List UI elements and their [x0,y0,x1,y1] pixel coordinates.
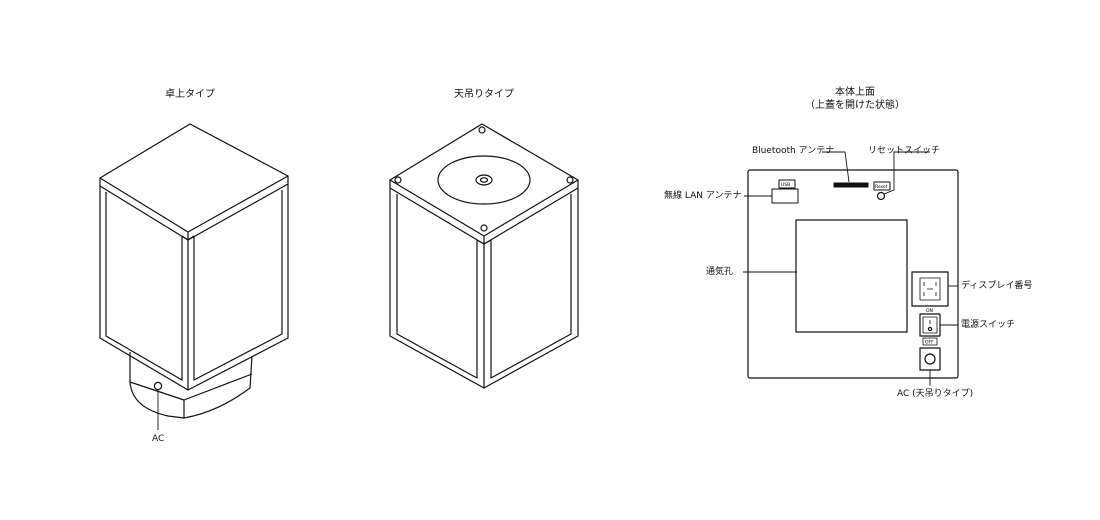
ceiling-type-device [389,123,579,389]
ceiling-type-title: 天吊りタイプ [454,89,514,100]
desk-type-device [99,123,289,419]
vent-hole [795,219,908,333]
off-mark: OFF [925,340,934,346]
on-mark: ON [926,308,933,314]
display-number-label: ディスプレイ番号 [961,281,1033,291]
reset-label: リセットスイッチ [868,146,941,156]
bluetooth-antenna [833,182,869,188]
reset-switch [876,191,886,201]
wlan-antenna-block [771,188,799,204]
top-view-title: 本体上面 [835,87,875,98]
ac-ceiling-label: AC (天吊りタイプ) [897,389,974,399]
vent-label: 通気孔 [706,267,734,277]
desk-type-title: 卓上タイプ [165,89,215,100]
display-number-panel [911,271,949,307]
usb-port [778,179,796,189]
ac-port-desk [153,381,163,391]
usb-mark: USB [781,182,790,188]
ac-desk-label: AC [152,434,165,444]
reset-mark: Reset [875,184,888,190]
ceiling-mount-plate [437,155,531,205]
ac-port-ceiling [919,347,941,371]
reset-label-box [873,181,891,191]
bluetooth-label: Bluetooth アンテナ [752,146,835,156]
power-switch-label: 電源スイッチ [961,320,1016,330]
top-view-subtitle: （上蓋を開けた状態） [805,100,905,111]
top-view-board [747,169,959,379]
wlan-label: 無線 LAN アンテナ [664,191,742,201]
